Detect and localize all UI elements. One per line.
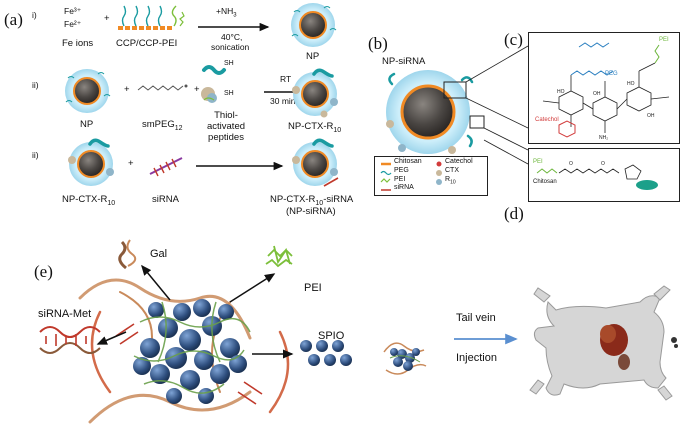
nanoparticle-np-ctx-2: [68, 138, 114, 186]
arrow2-bottom-label: 30 min: [270, 96, 296, 106]
catechol-structure-label: Catechol: [535, 117, 559, 123]
injection-arrow: [454, 333, 518, 345]
panel-label-b: (b): [368, 34, 388, 53]
mouse-anatomy-illustration: [529, 285, 678, 401]
sirna-helix-icon: [149, 157, 183, 177]
svg-text:OH: OH: [593, 91, 601, 97]
np-label-2: NP: [80, 119, 94, 130]
peg-structure-label: PEG: [605, 71, 618, 77]
pei-label-d: PEI: [533, 159, 543, 165]
svg-text:NH₂: NH₂: [599, 135, 608, 141]
legend-catechol: Catechol: [445, 158, 473, 165]
fe-ions-label: Fe ions: [62, 38, 94, 49]
smpeg-label: smPEG12: [142, 119, 183, 132]
sirna-met-label: siRNA-Met: [38, 308, 92, 320]
chemical-structure-c: HO OH HO NH₂ OH PEG PEI Catechol: [528, 32, 680, 144]
spio-label: SPIO: [318, 330, 345, 342]
small-nanoparticle-icon: [383, 342, 427, 375]
chitosan-structure-svg: HO OH HO NH₂ OH: [542, 42, 670, 141]
fe3-label: Fe³⁺: [64, 6, 82, 16]
nanoparticle-np-sirna: [292, 138, 339, 187]
injection-label: Injection: [456, 352, 497, 364]
legend-chitosan: Chitosan: [394, 158, 422, 165]
sh-label-2: SH: [224, 90, 234, 97]
np-sirna-title: NP-siRNA: [382, 56, 426, 67]
arrow1-bottom-label-1: 40°C,: [221, 32, 243, 42]
pei-label-e: PEI: [304, 282, 322, 294]
np-sirna-label-1: NP-CTX-R10-siRNA: [270, 194, 354, 207]
legend-pei: PEI: [394, 176, 406, 183]
gal-label: Gal: [150, 248, 168, 260]
legend-peg: PEG: [394, 167, 409, 174]
legend-ctx: CTX: [445, 167, 459, 174]
chitosan-label-d: Chitosan: [533, 179, 557, 185]
nanoparticle-np-2: [65, 69, 111, 113]
peptide-linker-svg: O O: [536, 161, 658, 190]
plus-sign-2: +: [124, 84, 130, 95]
pei-structure-label: PEI: [659, 37, 669, 43]
ccp-label: CCP/CCP-PEI: [116, 38, 178, 49]
reaction-arrow-1: [198, 22, 270, 32]
smpeg-molecule-icon: [137, 84, 188, 91]
ccp-polymer-icon: [118, 5, 185, 30]
svg-text:O: O: [569, 161, 573, 167]
svg-text:HO: HO: [627, 81, 635, 87]
nanoparticle-np: [291, 3, 337, 47]
chemical-structure-d: O O PEI Chitosan: [528, 148, 680, 202]
panel-label-c: (c): [504, 30, 523, 49]
nanoparticle-np-ctx: [292, 68, 338, 118]
thiol-peptide-icon: [201, 65, 226, 103]
legend-r10: R10: [445, 176, 456, 186]
svg-text:HO: HO: [557, 89, 565, 95]
reaction-arrow-3: [196, 161, 284, 171]
fe2-label: Fe²⁺: [64, 19, 82, 29]
thiol-peptides-label: Thiol- activated peptides: [206, 110, 246, 143]
sirna-label: siRNA: [152, 194, 179, 205]
np-sirna-label-2: (NP-siRNA): [286, 206, 336, 217]
plus-sign-4: +: [128, 158, 134, 169]
legend-sirna: siRNA: [394, 184, 414, 191]
panel-label-e: (e): [34, 262, 53, 281]
step-i-label: i): [32, 10, 37, 20]
plus-sign: +: [104, 13, 110, 24]
multifunctional-nanoparticle-illustration: [39, 239, 352, 424]
step-iii-label: ii): [32, 150, 39, 160]
plus-sign-3: +: [194, 84, 200, 95]
legend-box: Chitosan Catechol PEG CTX PEI R10 siRNA: [374, 156, 488, 196]
callout-lines: [465, 45, 529, 165]
svg-text:O: O: [601, 161, 605, 167]
np-ctx-label: NP-CTX-R10: [288, 121, 342, 134]
panel-label-d: (d): [504, 204, 524, 223]
arrow2-top-label: RT: [280, 74, 292, 84]
np-label-1: NP: [306, 51, 320, 62]
np-ctx-label-2: NP-CTX-R10: [62, 194, 116, 207]
step-ii-label: ii): [32, 80, 39, 90]
tail-vein-label: Tail vein: [456, 312, 496, 324]
arrow1-top-label: +NH3: [216, 6, 237, 19]
svg-text:OH: OH: [647, 113, 655, 119]
sh-label-1: SH: [224, 60, 234, 67]
np-sirna-particle: [386, 70, 485, 154]
panel-label-a: (a): [4, 10, 23, 29]
arrow1-bottom-label-2: sonication: [211, 42, 250, 52]
